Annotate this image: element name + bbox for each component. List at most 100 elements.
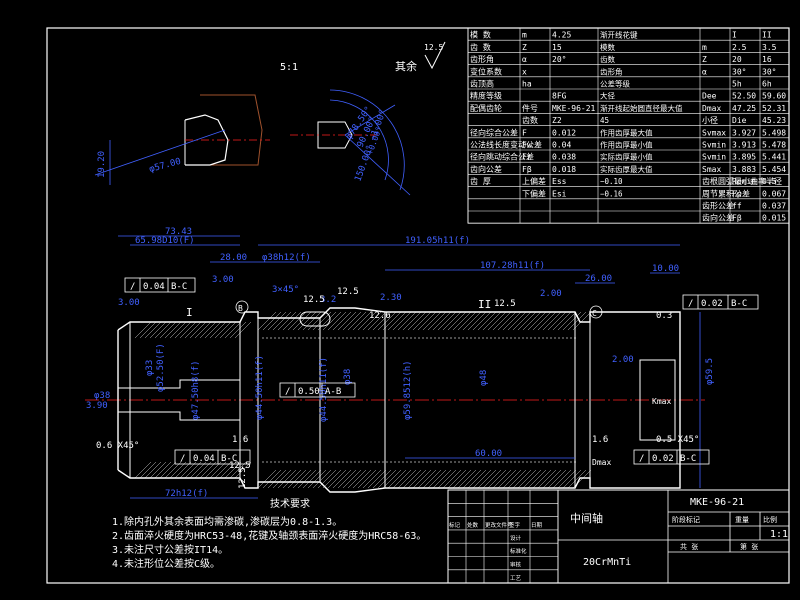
param-cell-8-5: 3.927 <box>732 128 756 137</box>
param-cell-15-6: 0.015 <box>762 214 786 223</box>
tol-2-value: 0.50 <box>298 387 320 397</box>
param-cell-5-6: 59.60 <box>762 92 786 101</box>
param-cell-4-0: 齿顶高 <box>470 79 494 89</box>
tolerance-frame-1: / 0.04 B-C <box>124 277 196 293</box>
label-sheets: 共 张 <box>680 542 698 551</box>
marker-I: I <box>186 306 193 319</box>
param-cell-12-6: 0.5 <box>762 177 777 186</box>
svg-text:/: / <box>688 299 693 309</box>
label-sheet: 第 张 <box>740 542 758 551</box>
dim-d11: 12.5 <box>494 299 516 309</box>
dim-top1: 73.43 <box>165 227 192 237</box>
param-cell-9-6: 5.478 <box>762 141 786 150</box>
param-cell-2-3: 齿数 <box>600 54 615 64</box>
section-outline <box>200 94 263 166</box>
tol-1-value: 0.04 <box>143 282 165 292</box>
dim-vert3: φ47.50h8(f) <box>191 360 201 420</box>
dim-bottom2: 60.00 <box>475 449 502 459</box>
dim-bottom3: 1.6 <box>232 435 248 445</box>
shaft-main-view: Kmax Dmax <box>85 307 705 493</box>
datum-B: B <box>238 304 243 313</box>
param-cell-10-3: 实际齿厚最小值 <box>600 152 653 162</box>
param-cell-13-3: −0.16 <box>600 189 623 198</box>
tb-label-2: 更改文件号 <box>485 521 513 529</box>
roughness-top: 12.5 <box>424 43 443 52</box>
dim-bottom1: 72h12(f) <box>165 489 208 499</box>
param-cell-1-5: 2.5 <box>732 43 747 52</box>
param-cell-14-6: 0.037 <box>762 202 786 211</box>
svg-text:/: / <box>285 387 290 397</box>
param-cell-11-5: 3.883 <box>732 165 756 174</box>
param-cell-2-5: 20 <box>732 55 742 64</box>
param-cell-1-1: Z <box>522 43 527 52</box>
param-cell-5-2: 8FG <box>552 92 567 101</box>
param-cell-6-0: 配偶齿轮 <box>470 103 502 113</box>
param-cell-10-2: 0.038 <box>552 153 576 162</box>
param-cell-15-4: 齿向公差 <box>702 213 734 223</box>
param-cell-10-5: 3.895 <box>732 153 756 162</box>
dim-d2: 3×45° <box>272 285 299 295</box>
param-cell-3-1: x <box>522 67 527 76</box>
param-cell-2-4: Z <box>702 55 707 64</box>
scale: 1:1 <box>770 529 788 540</box>
param-cell-8-2: 0.012 <box>552 128 576 137</box>
title-block: 标记处数更改文件号签字日期设计标准化审核工艺 中间轴 MKE-96-21 20C… <box>447 489 790 584</box>
param-cell-9-1: Fw <box>522 141 532 150</box>
param-cell-12-4: 齿根圆弧最小曲率半径 <box>702 176 782 186</box>
label-scale: 比例 <box>763 515 777 524</box>
key-section <box>317 121 353 149</box>
tb-label-0: 标记 <box>449 521 461 529</box>
param-cell-0-6: II <box>762 31 772 40</box>
tol-5-value: 0.02 <box>652 454 674 464</box>
tb-role-2: 审核 <box>510 561 522 569</box>
param-cell-7-2: Z2 <box>552 116 562 125</box>
param-cell-6-3: 渐开线起始圆直径最大值 <box>600 103 683 113</box>
material: 20CrMnTi <box>583 557 631 568</box>
param-cell-13-5: Fp <box>732 189 742 198</box>
dim-bottom6: 0.6 X45° <box>96 441 139 451</box>
dim-d1: 3.00 <box>212 275 234 285</box>
param-cell-6-4: Dmax <box>702 104 721 113</box>
marker-II: II <box>478 298 491 311</box>
tb-label-3: 签字 <box>509 521 521 529</box>
tolerance-frame-4: / 0.02 B-C <box>682 294 759 310</box>
param-cell-0-0: 模 数 <box>470 30 491 40</box>
param-cell-2-6: 16 <box>762 55 772 64</box>
note-3: 3.未注尺寸公差按IT14。 <box>112 543 228 556</box>
note-1: 1.除内孔外其余表面均需渗碳,渗碳层为0.8-1.3。 <box>112 515 342 528</box>
param-cell-14-5: ff <box>732 202 742 211</box>
tolerance-frame-3: / 0.04 B-C <box>174 449 251 465</box>
param-cell-5-5: 52.50 <box>732 92 756 101</box>
svg-text:/: / <box>639 454 644 464</box>
dim-top5: 191.05h11(f) <box>405 236 470 246</box>
tol-3-ref: B-C <box>221 454 237 464</box>
param-cell-7-6: 45.23 <box>762 116 786 125</box>
dim-top2: 65.98D10(F) <box>135 236 195 246</box>
param-cell-8-6: 5.498 <box>762 128 786 137</box>
param-cell-7-5: Die <box>732 116 747 125</box>
param-cell-0-1: m <box>522 31 527 40</box>
drawing-number: MKE-96-21 <box>690 497 744 508</box>
dim-bottom5: 0.5 X45° <box>656 435 699 445</box>
param-cell-5-3: 大径 <box>600 91 615 101</box>
tol-4-ref: B-C <box>731 299 747 309</box>
roughness-symbol-icon <box>424 41 446 70</box>
dim-vert1: φ52.50(F) <box>156 343 166 392</box>
dim-d8: 2.00 <box>612 355 634 365</box>
param-cell-5-4: Dee <box>702 92 717 101</box>
param-cell-3-3: 齿形角 <box>600 66 623 76</box>
dim-top3: 28.00 <box>220 253 247 263</box>
param-cell-13-2: Esi <box>552 189 567 198</box>
param-cell-0-2: 4.25 <box>552 31 571 40</box>
param-cell-7-4: 小径 <box>702 115 718 125</box>
dim-vert7: φ48 <box>479 370 489 386</box>
param-cell-2-2: 20° <box>552 55 566 64</box>
datum-C: C <box>592 309 597 318</box>
kmax-label: Kmax <box>652 397 671 406</box>
svg-text:/: / <box>130 282 135 292</box>
param-cell-2-1: α <box>522 55 527 64</box>
tol-4-value: 0.02 <box>701 299 723 309</box>
param-cell-13-6: 0.067 <box>762 189 786 198</box>
